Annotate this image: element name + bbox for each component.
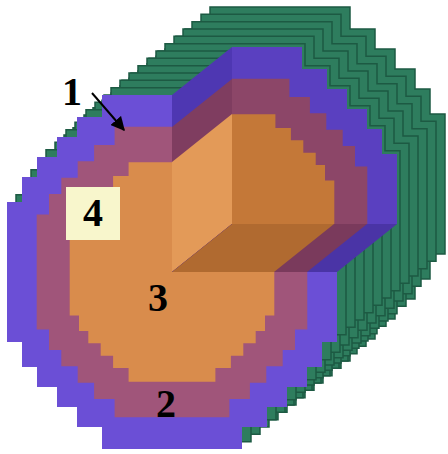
callout-number: 2 [156, 384, 176, 424]
layer-3-back [232, 114, 334, 224]
leader-arrow [92, 93, 124, 130]
cut-back-wall [232, 47, 397, 224]
callout-number: 4 [83, 193, 103, 233]
layer-2-floor [172, 224, 367, 272]
layer-1-floor [172, 224, 397, 272]
layer-2-front [37, 127, 308, 417]
callout-box: 4 [66, 187, 120, 240]
layer-3-floor [172, 224, 334, 272]
outer-shell [16, 7, 445, 442]
front-face [7, 95, 337, 449]
callout-number: 1 [62, 72, 82, 112]
callout-number: 3 [148, 278, 168, 318]
layer-1-back [232, 47, 397, 224]
cut-horizontal-face [172, 224, 397, 272]
layer-3-front [70, 162, 275, 381]
layer-2-back [232, 79, 367, 224]
layer-1-front [7, 95, 337, 449]
